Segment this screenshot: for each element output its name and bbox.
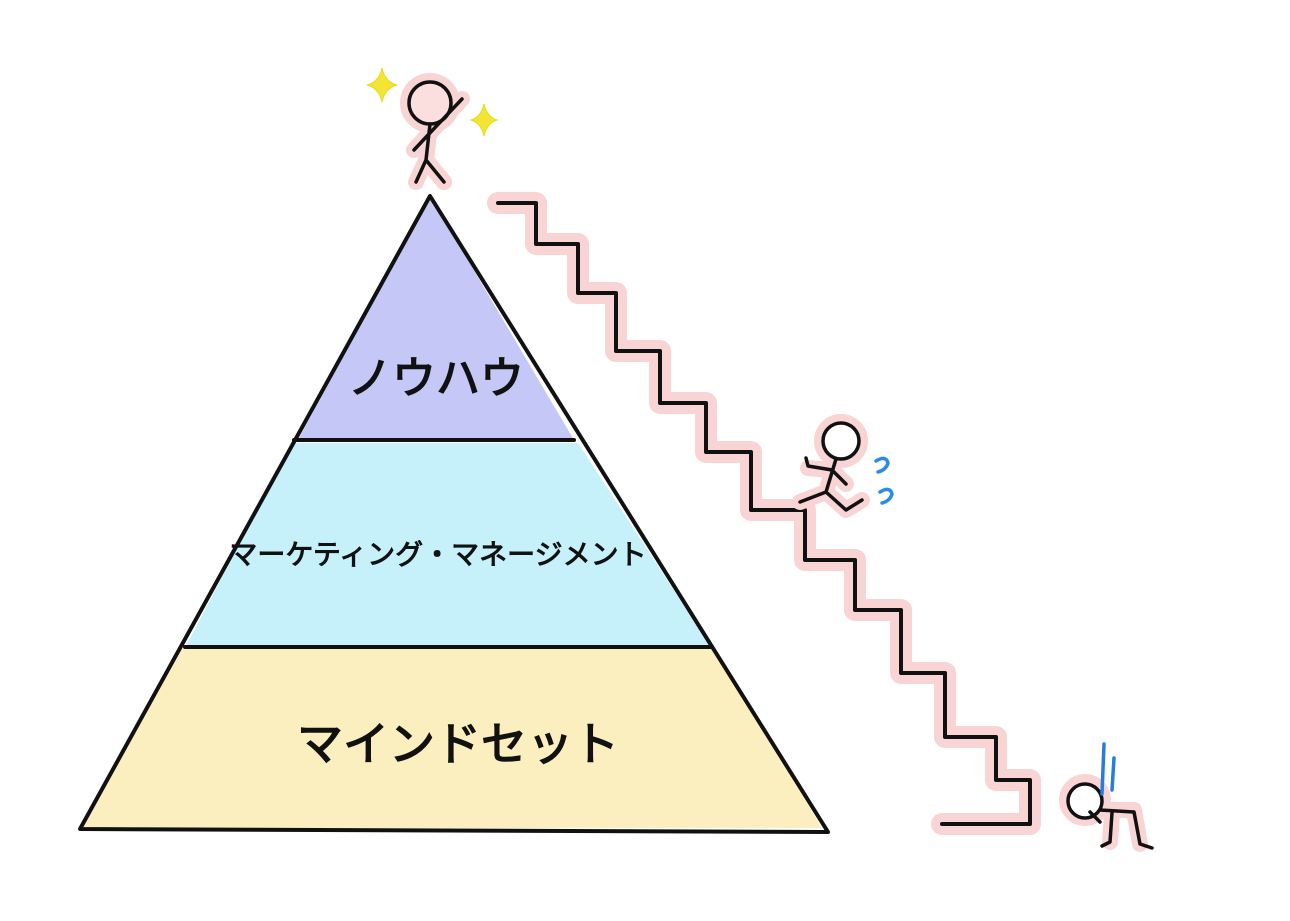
bottom-figure-body (1088, 808, 1154, 850)
tier-knowhow (298, 196, 574, 440)
sweat-drop-icon (874, 456, 894, 505)
bottom-figure-head (1066, 782, 1104, 820)
staircase (487, 192, 1041, 835)
tier-label-marketing-management: マーケティング・マネージメント (229, 538, 646, 571)
pyramid: ノウハウ マーケティング・マネージメント マインドセット (78, 194, 830, 834)
middle-figure-body (798, 456, 864, 512)
top-figure (366, 67, 499, 190)
tier-label-knowhow: ノウハウ (348, 353, 524, 404)
tier-label-mindset: マインドセット (297, 717, 619, 771)
top-figure-body (412, 97, 464, 184)
bottom-figure (1059, 742, 1154, 852)
tier-mindset (82, 649, 822, 828)
gloom-lines-icon (1100, 742, 1116, 796)
staircase-line (496, 201, 1032, 826)
middle-figure (792, 414, 894, 518)
tier-marketing-management (186, 443, 710, 646)
sparkle-left-icon (366, 67, 398, 103)
middle-figure-head (821, 421, 861, 461)
pyramid-outline (78, 194, 830, 834)
sparkle-right-icon (469, 103, 499, 137)
